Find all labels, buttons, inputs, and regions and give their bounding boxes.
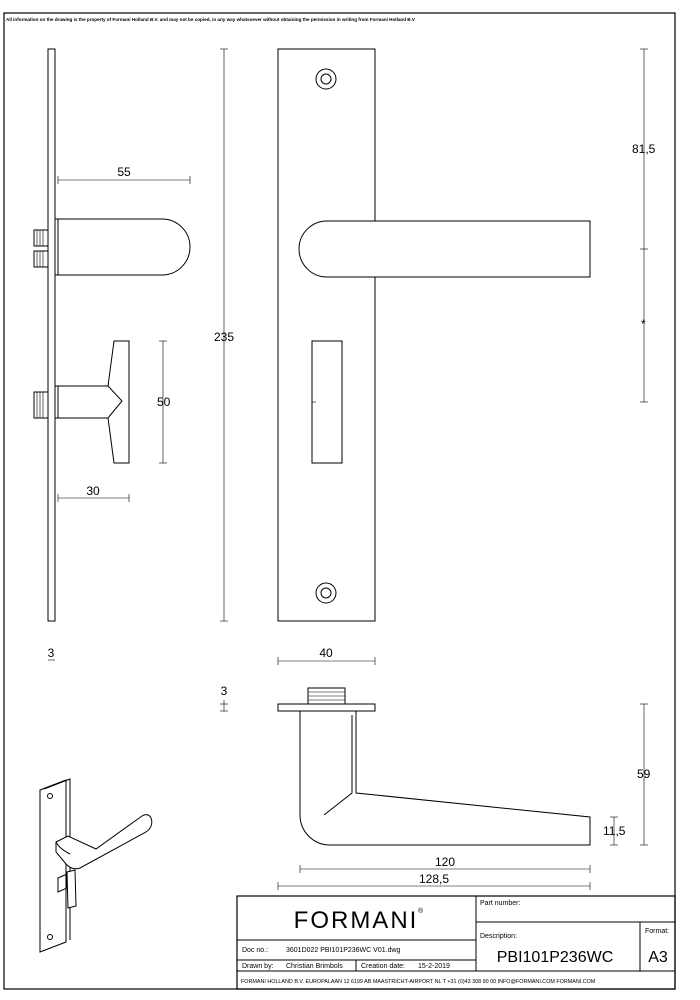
doc-no-value: 3601D022 PBI101P236WC V01.dwg (286, 947, 401, 954)
part-number-label: Part number: (480, 900, 521, 907)
creation-date-value: 15-2-2019 (418, 963, 450, 970)
dim-star-label: * (641, 317, 646, 331)
dim-55: 55 (57, 165, 191, 184)
dim-3-plate: 3 (48, 646, 55, 661)
dim-30: 30 (57, 484, 130, 502)
dim-50-label: 50 (157, 395, 171, 409)
dim-40-label: 40 (319, 646, 333, 660)
iso-wc-turn (66, 869, 77, 909)
front-backplate (277, 48, 376, 622)
top-view (277, 687, 591, 846)
dim-81-5: 81,5 * (632, 48, 656, 403)
lower-spindle (33, 391, 49, 419)
dim-11-5-label: 11,5 (603, 824, 626, 838)
dim-40: 40 (277, 646, 376, 665)
brand-logo: FORMANI (294, 907, 419, 934)
description-label: Description: (480, 933, 517, 940)
top-lever-profile (299, 711, 591, 846)
title-block: FORMANI ® Part number: Description: Form… (236, 895, 676, 990)
iso-lever (55, 814, 153, 870)
dim-59: 59 (637, 703, 651, 846)
dim-3-plate-label: 3 (48, 646, 55, 660)
isometric-view (39, 778, 153, 953)
description-value: PBI101P236WC (497, 949, 614, 966)
footer-address: FORMANI HOLLAND B.V. EUROPALAAN 12 6199 … (241, 979, 596, 985)
dim-30-label: 30 (86, 484, 100, 498)
top-screw-hole (315, 68, 337, 90)
creation-date-label: Creation date: (361, 963, 405, 970)
side-wc-knob (55, 385, 123, 419)
upper-spindle (33, 229, 49, 268)
dim-120-label: 120 (435, 855, 455, 869)
dim-128-5-label: 128,5 (419, 872, 449, 886)
dim-81-5-label: 81,5 (632, 142, 656, 156)
top-lever-inner (323, 715, 353, 816)
front-view (277, 48, 591, 622)
top-plate-edge (277, 703, 376, 712)
iso-backplate (39, 779, 67, 953)
drawn-by-value: Christian Brimbols (286, 963, 343, 970)
side-lever-profile (55, 218, 191, 276)
format-value: A3 (648, 949, 668, 966)
drawn-by-label: Drawn by: (242, 963, 274, 970)
side-wc-turn (107, 340, 130, 464)
dim-55-label: 55 (117, 165, 131, 179)
bottom-screw-hole (315, 582, 337, 604)
dim-50: 50 (157, 340, 171, 464)
dim-11-5: 11,5 (603, 816, 626, 846)
dim-3-top-label: 3 (221, 684, 228, 698)
brand-mark: ® (418, 907, 424, 915)
dim-128-5: 128,5 (277, 872, 591, 890)
dim-235-label: 235 (214, 330, 234, 344)
copyright-notice: All information on the drawing is the pr… (6, 17, 416, 22)
doc-no-label: Doc no.: (242, 947, 268, 954)
front-lever-handle (298, 220, 591, 278)
side-backplate (47, 48, 56, 622)
dim-3-top: 3 (220, 684, 228, 712)
dim-235: 235 (214, 48, 234, 622)
side-view (33, 48, 191, 622)
dim-120: 120 (299, 855, 591, 873)
wc-turn-slot (311, 340, 343, 464)
format-label: Format: (645, 928, 669, 935)
dim-59-label: 59 (637, 767, 651, 781)
